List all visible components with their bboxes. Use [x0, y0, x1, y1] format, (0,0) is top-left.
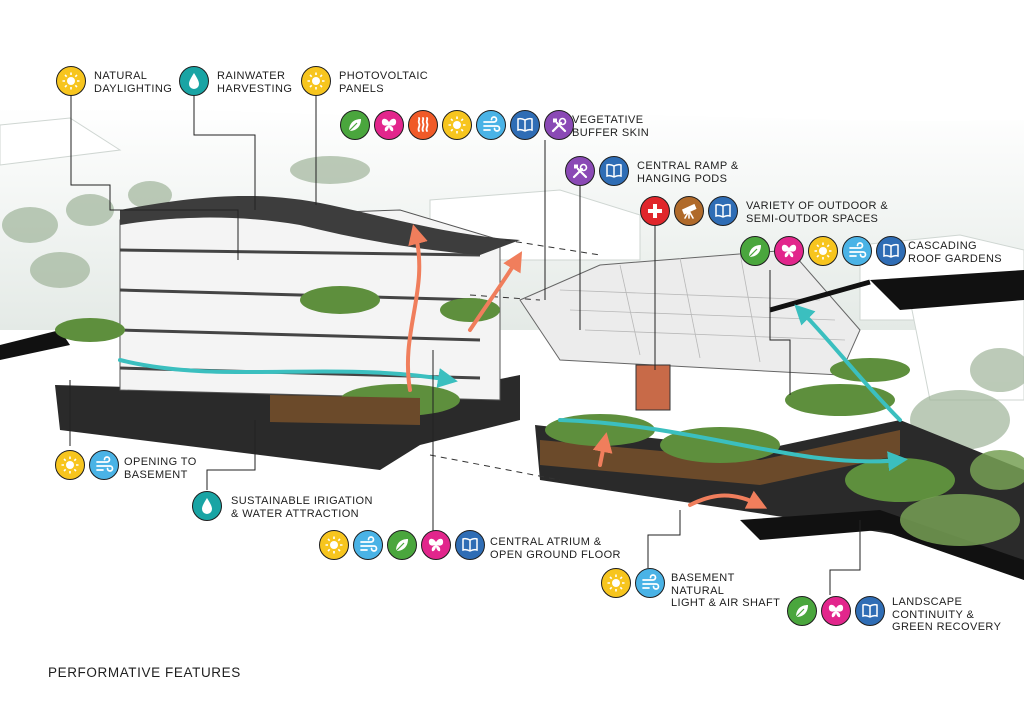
wind-icon — [635, 568, 665, 598]
book-icon — [510, 110, 540, 140]
sun-icon — [319, 530, 349, 560]
natural-daylighting-label: NATURAL DAYLIGHTING — [94, 70, 173, 95]
opening-to-basement-icons — [55, 450, 119, 480]
airflow-arrows — [118, 304, 908, 472]
diagram-title: PERFORMATIVE FEATURES — [48, 665, 241, 680]
central-atrium-label: CENTRAL ATRIUM & OPEN GROUND FLOOR — [490, 536, 621, 561]
butterfly-icon — [774, 236, 804, 266]
health-cross-icon — [640, 196, 670, 226]
cascading-roof-gardens-icons — [740, 236, 906, 266]
book-icon — [599, 156, 629, 186]
wind-icon — [842, 236, 872, 266]
cascading-roof-gardens-label: CASCADING ROOF GARDENS — [908, 240, 1003, 265]
central-ramp-icons — [565, 156, 629, 186]
heat-icon — [408, 110, 438, 140]
tools-icon — [544, 110, 574, 140]
wind-icon — [89, 450, 119, 480]
water-drop-icon — [192, 491, 222, 521]
sun-icon — [301, 66, 331, 96]
butterfly-icon — [374, 110, 404, 140]
leader-lines — [69, 93, 861, 595]
right-ground-edge — [740, 510, 1024, 580]
right-roof-canopy — [519, 249, 861, 376]
leaf-icon — [740, 236, 770, 266]
opening-to-basement-label: OPENING TO BASEMENT — [124, 456, 197, 481]
outdoor-spaces-icons — [640, 196, 738, 226]
photovoltaic-panels-icons — [301, 66, 331, 96]
landscape-continuity-icons — [787, 596, 885, 626]
central-ramp-label: CENTRAL RAMP & HANGING PODS — [637, 160, 739, 185]
upper-edge — [870, 270, 1024, 310]
basement-light-shaft-label: BASEMENT NATURAL LIGHT & AIR SHAFT — [671, 572, 781, 609]
photovoltaic-panels-label: PHOTOVOLTAIC PANELS — [339, 70, 429, 95]
hanging-pod — [635, 364, 671, 411]
vegetative-buffer-skin-icons — [340, 110, 574, 140]
roof-edge-line — [769, 279, 871, 313]
tools-icon — [565, 156, 595, 186]
left-ground-edge — [0, 330, 70, 360]
background-trees — [2, 156, 1024, 450]
basement-light-shaft-icons — [601, 568, 665, 598]
rainwater-harvesting-label: RAINWATER HARVESTING — [217, 70, 293, 95]
vegetative-buffer-skin-label: VEGETATIVE BUFFER SKIN — [572, 114, 650, 139]
natural-daylighting-icons — [56, 66, 86, 96]
butterfly-icon — [421, 530, 451, 560]
sun-icon — [601, 568, 631, 598]
wind-icon — [476, 110, 506, 140]
central-atrium-icons — [319, 530, 485, 560]
book-icon — [455, 530, 485, 560]
leaf-icon — [387, 530, 417, 560]
sustainable-irrigation-label: SUSTAINABLE IRIGATION & WATER ATTRACTION — [231, 495, 373, 520]
landscape-continuity-label: LANDSCAPE CONTINUITY & GREEN RECOVERY — [892, 596, 1002, 633]
leaf-icon — [787, 596, 817, 626]
book-icon — [855, 596, 885, 626]
sun-icon — [808, 236, 838, 266]
wind-icon — [353, 530, 383, 560]
sustainable-irrigation-icons — [192, 491, 222, 521]
sun-icon — [56, 66, 86, 96]
landscape-greenery — [900, 450, 1024, 546]
butterfly-icon — [821, 596, 851, 626]
book-icon — [708, 196, 738, 226]
book-icon — [876, 236, 906, 266]
telescope-icon — [674, 196, 704, 226]
water-drop-icon — [179, 66, 209, 96]
rainwater-harvesting-icons — [179, 66, 209, 96]
sun-icon — [442, 110, 472, 140]
outdoor-spaces-label: VARIETY OF OUTDOOR & SEMI-OUTDOR SPACES — [746, 200, 889, 225]
leaf-icon — [340, 110, 370, 140]
sun-icon — [55, 450, 85, 480]
left-building — [55, 195, 520, 470]
connection-lines — [429, 239, 601, 481]
heat-flow-arrows — [405, 224, 768, 509]
